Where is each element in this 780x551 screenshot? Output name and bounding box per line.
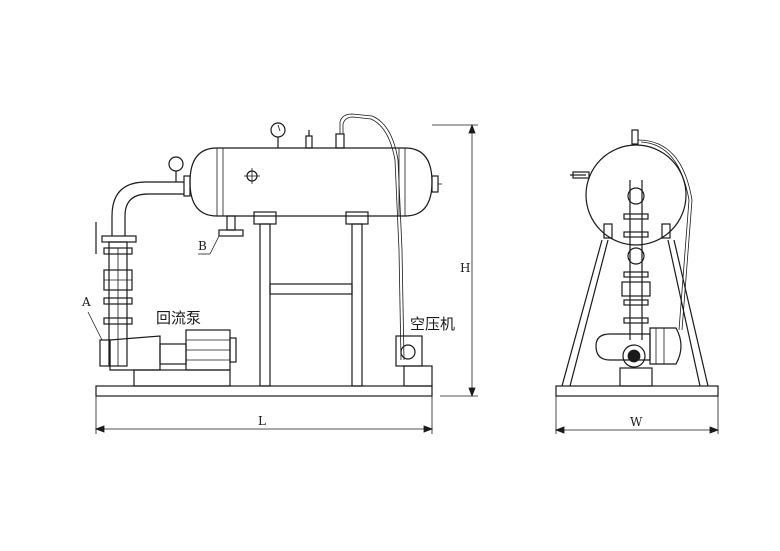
side-a-frame bbox=[561, 239, 709, 387]
side-tank bbox=[585, 144, 687, 246]
width-dimension bbox=[554, 396, 720, 434]
inlet-piping bbox=[95, 156, 184, 367]
label-b: B bbox=[198, 239, 207, 253]
label-return-pump: 回流泵 bbox=[156, 309, 201, 327]
side-compressor bbox=[595, 327, 682, 387]
storage-tank bbox=[183, 147, 442, 217]
air-compressor bbox=[395, 335, 433, 387]
side-elevation: W bbox=[554, 129, 720, 434]
label-h: H bbox=[460, 261, 470, 275]
saddle-right bbox=[345, 211, 369, 225]
base-skid bbox=[95, 385, 433, 397]
length-dimension bbox=[94, 396, 434, 434]
support-frame bbox=[259, 223, 363, 387]
side-centre-piping bbox=[621, 180, 651, 340]
height-dimension bbox=[432, 123, 478, 398]
label-w: W bbox=[630, 415, 643, 429]
outlet-b bbox=[198, 215, 244, 255]
label-air-compressor: 空压机 bbox=[410, 315, 455, 333]
saddle-left bbox=[253, 211, 277, 225]
side-base bbox=[555, 385, 719, 397]
label-a: A bbox=[81, 295, 91, 309]
front-elevation: A B 回流泵 空压机 H L bbox=[81, 113, 478, 434]
label-l: L bbox=[258, 414, 266, 428]
return-pump bbox=[99, 329, 237, 387]
tank-top-fittings bbox=[270, 113, 405, 361]
